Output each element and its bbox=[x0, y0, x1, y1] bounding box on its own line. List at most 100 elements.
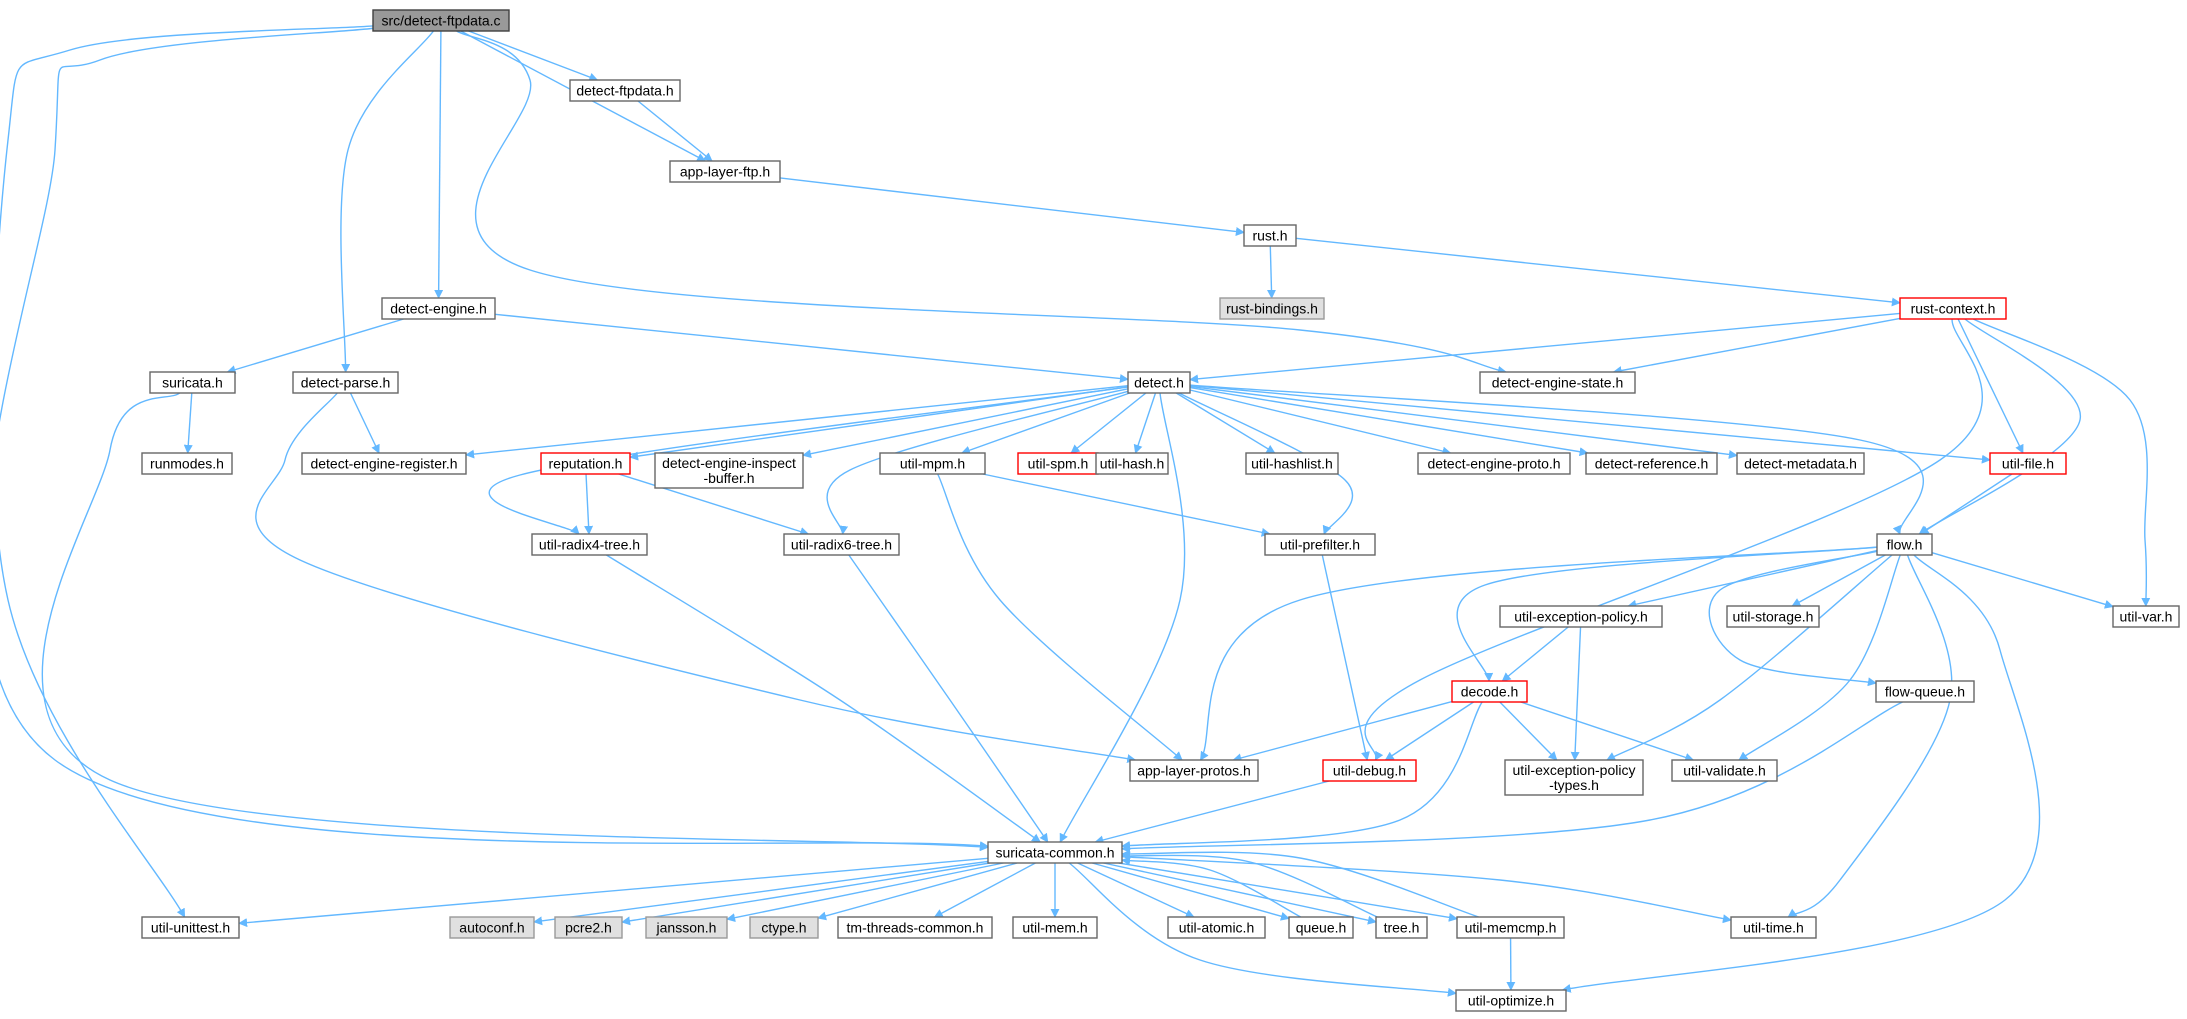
edge-line bbox=[1092, 862, 1290, 921]
edge-line bbox=[606, 554, 1041, 843]
node-label: flow.h bbox=[1887, 537, 1923, 553]
node-dref[interactable]: detect-reference.h bbox=[1585, 452, 1718, 475]
edge-flow-to-alp bbox=[1199, 546, 1878, 761]
node-alftp[interactable]: app-layer-ftp.h bbox=[669, 160, 781, 183]
edge-dec-to-udbg bbox=[1384, 701, 1474, 761]
edge-line bbox=[1077, 862, 1195, 918]
node-uept[interactable]: util-exception-policy-types.h bbox=[1504, 759, 1644, 796]
node-label: ctype.h bbox=[761, 920, 806, 936]
node-des[interactable]: detect-engine-state.h bbox=[1479, 371, 1636, 394]
edge-scom-to-uopt bbox=[1068, 862, 1457, 997]
node-deib[interactable]: detect-engine-inspect-buffer.h bbox=[654, 452, 804, 489]
node-rust[interactable]: rust.h bbox=[1243, 224, 1297, 247]
node-scom[interactable]: suricata-common.h bbox=[987, 841, 1123, 864]
edge-line bbox=[1364, 318, 1983, 761]
node-box bbox=[1417, 452, 1571, 475]
node-tmtc[interactable]: tm-threads-common.h bbox=[837, 916, 993, 939]
node-box bbox=[1129, 759, 1259, 782]
node-label: decode.h bbox=[1461, 684, 1519, 700]
node-dh[interactable]: detect.h bbox=[1127, 371, 1191, 394]
edge-line bbox=[434, 30, 444, 299]
edge-line bbox=[1121, 856, 1302, 918]
node-uatom[interactable]: util-atomic.h bbox=[1167, 916, 1266, 939]
node-label: autoconf.h bbox=[459, 920, 524, 936]
node-dep[interactable]: detect-engine-proto.h bbox=[1417, 452, 1571, 475]
node-tree[interactable]: tree.h bbox=[1375, 916, 1428, 939]
node-umpm[interactable]: util-mpm.h bbox=[879, 452, 986, 475]
node-udbg[interactable]: util-debug.h bbox=[1322, 759, 1417, 782]
edge-line bbox=[584, 473, 594, 535]
node-jans[interactable]: jansson.h bbox=[645, 916, 728, 939]
edge-dh-to-dep bbox=[1189, 389, 1452, 456]
node-pcre[interactable]: pcre2.h bbox=[554, 916, 623, 939]
edge-scom-to-ctype bbox=[817, 862, 1018, 921]
edge-suri-to-runm bbox=[183, 392, 193, 454]
edge-line bbox=[1103, 862, 1377, 925]
node-uhl[interactable]: util-hashlist.h bbox=[1245, 452, 1339, 475]
node-upre[interactable]: util-prefilter.h bbox=[1264, 533, 1376, 556]
node-ctype[interactable]: ctype.h bbox=[749, 916, 819, 939]
node-uspm[interactable]: util-spm.h bbox=[1017, 452, 1099, 475]
edge-root-to-dftph bbox=[468, 30, 599, 82]
node-dec[interactable]: decode.h bbox=[1451, 680, 1528, 703]
node-uhash[interactable]: util-hash.h bbox=[1095, 452, 1169, 475]
node-utime[interactable]: util-time.h bbox=[1730, 916, 1817, 939]
edge-dh-to-umpm bbox=[961, 392, 1130, 455]
node-deng[interactable]: detect-engine.h bbox=[381, 297, 496, 320]
node-ustor[interactable]: util-storage.h bbox=[1726, 605, 1820, 628]
node-box bbox=[654, 452, 804, 489]
node-label: queue.h bbox=[1296, 920, 1347, 936]
node-uunit[interactable]: util-unittest.h bbox=[141, 916, 240, 939]
node-label: util-unittest.h bbox=[151, 920, 230, 936]
node-rustc[interactable]: rust-context.h bbox=[1899, 297, 2007, 320]
node-suri[interactable]: suricata.h bbox=[149, 371, 236, 394]
edge-line bbox=[1232, 700, 1453, 763]
edge-line bbox=[1189, 389, 1452, 456]
edge-scom-to-utime bbox=[1121, 855, 1732, 924]
node-queue[interactable]: queue.h bbox=[1288, 916, 1354, 939]
node-alp[interactable]: app-layer-protos.h bbox=[1129, 759, 1259, 782]
node-box bbox=[1736, 452, 1865, 475]
edge-line bbox=[1121, 851, 1378, 918]
node-box bbox=[645, 916, 728, 939]
node-ur4[interactable]: util-radix4-tree.h bbox=[531, 533, 648, 556]
node-dparse[interactable]: detect-parse.h bbox=[292, 371, 399, 394]
node-flow[interactable]: flow.h bbox=[1876, 533, 1933, 556]
node-dftph[interactable]: detect-ftpdata.h bbox=[569, 79, 681, 102]
node-runm[interactable]: runmodes.h bbox=[141, 452, 233, 475]
node-label: detect-metadata.h bbox=[1744, 456, 1857, 472]
node-autoc[interactable]: autoconf.h bbox=[449, 916, 535, 939]
node-uvar[interactable]: util-var.h bbox=[2112, 605, 2180, 628]
node-umemcmp[interactable]: util-memcmp.h bbox=[1456, 916, 1565, 939]
node-uep[interactable]: util-exception-policy.h bbox=[1499, 605, 1663, 628]
node-label: util-storage.h bbox=[1733, 609, 1814, 625]
node-box bbox=[1504, 759, 1644, 796]
node-fq[interactable]: flow-queue.h bbox=[1875, 680, 1975, 703]
edge-rustc-to-flow bbox=[1918, 318, 2081, 535]
node-ur6[interactable]: util-radix6-tree.h bbox=[783, 533, 900, 556]
edge-queue-to-scom bbox=[1121, 856, 1302, 918]
node-label: util-time.h bbox=[1743, 920, 1804, 936]
edge-line bbox=[1708, 550, 1878, 687]
edge-line bbox=[1266, 245, 1276, 299]
edge-ufile-to-flow bbox=[1919, 473, 2013, 535]
edge-dh-to-uspm bbox=[1070, 392, 1147, 454]
node-box bbox=[1012, 916, 1098, 939]
node-uval[interactable]: util-validate.h bbox=[1671, 759, 1778, 782]
edge-line bbox=[1133, 392, 1157, 454]
node-box bbox=[1875, 680, 1975, 703]
node-label: detect-engine-state.h bbox=[1492, 375, 1624, 391]
edge-line bbox=[1384, 701, 1474, 761]
node-umem[interactable]: util-mem.h bbox=[1012, 916, 1098, 939]
node-rustb[interactable]: rust-bindings.h bbox=[1219, 297, 1325, 320]
node-box bbox=[141, 916, 240, 939]
node-ufile[interactable]: util-file.h bbox=[1989, 452, 2067, 475]
node-dmeta[interactable]: detect-metadata.h bbox=[1736, 452, 1865, 475]
node-rep[interactable]: reputation.h bbox=[540, 452, 631, 475]
edge-line bbox=[0, 27, 989, 851]
node-der[interactable]: detect-engine-register.h bbox=[301, 452, 467, 475]
node-label: app-layer-ftp.h bbox=[680, 164, 770, 180]
edge-line bbox=[1070, 392, 1147, 454]
node-label: util-mem.h bbox=[1022, 920, 1087, 936]
node-uopt[interactable]: util-optimize.h bbox=[1455, 989, 1567, 1012]
